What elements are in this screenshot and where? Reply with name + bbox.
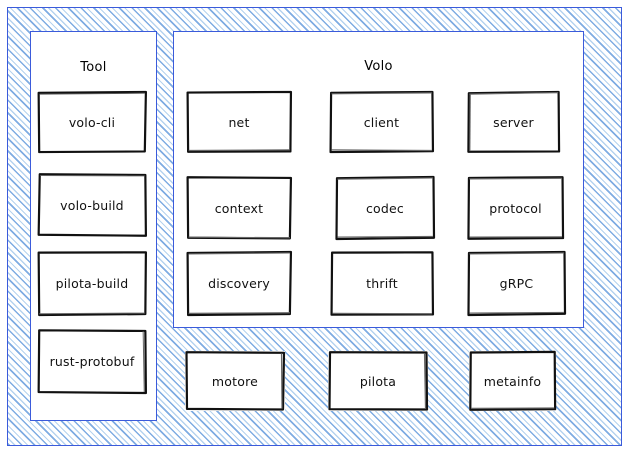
box-label: pilota	[359, 373, 397, 389]
box-net[interactable]: net	[186, 91, 292, 153]
box-label: discovery	[208, 276, 270, 291]
box-pilota-build[interactable]: pilota-build	[37, 251, 147, 316]
box-codec[interactable]: codec	[335, 176, 435, 240]
box-label: server	[493, 114, 534, 130]
box-discovery[interactable]: discovery	[186, 251, 292, 316]
box-label: pilota-build	[55, 276, 129, 291]
box-label: codec	[365, 200, 405, 216]
box-label: net	[228, 114, 250, 130]
box-client[interactable]: client	[329, 91, 434, 153]
box-label: rust-protobuf	[49, 354, 135, 369]
box-context[interactable]: context	[186, 176, 292, 240]
box-label: gRPC	[499, 276, 534, 291]
box-volo-cli[interactable]: volo-cli	[37, 91, 147, 153]
box-label: metainfo	[483, 373, 542, 389]
box-server[interactable]: server	[467, 91, 560, 153]
panel-tool-title: Tool	[80, 60, 107, 75]
box-pilota[interactable]: pilota	[328, 351, 428, 411]
box-rust-protobuf[interactable]: rust-protobuf	[37, 329, 147, 394]
box-label: client	[363, 114, 400, 130]
box-label: protocol	[489, 200, 542, 216]
box-label: context	[214, 200, 264, 216]
panel-volo-title: Volo	[364, 59, 393, 74]
box-label: volo-cli	[68, 114, 116, 130]
box-motore[interactable]: motore	[185, 351, 285, 411]
box-thrift[interactable]: thrift	[330, 251, 434, 316]
box-label: volo-build	[60, 197, 124, 213]
box-label: thrift	[366, 276, 398, 291]
outer-hatched-container: Tool Volo volo-cli volo-build	[7, 7, 622, 446]
box-volo-build[interactable]: volo-build	[37, 173, 147, 237]
box-label: motore	[211, 373, 259, 389]
box-metainfo[interactable]: metainfo	[469, 351, 556, 411]
box-grpc[interactable]: gRPC	[467, 251, 566, 316]
box-protocol[interactable]: protocol	[467, 176, 564, 240]
